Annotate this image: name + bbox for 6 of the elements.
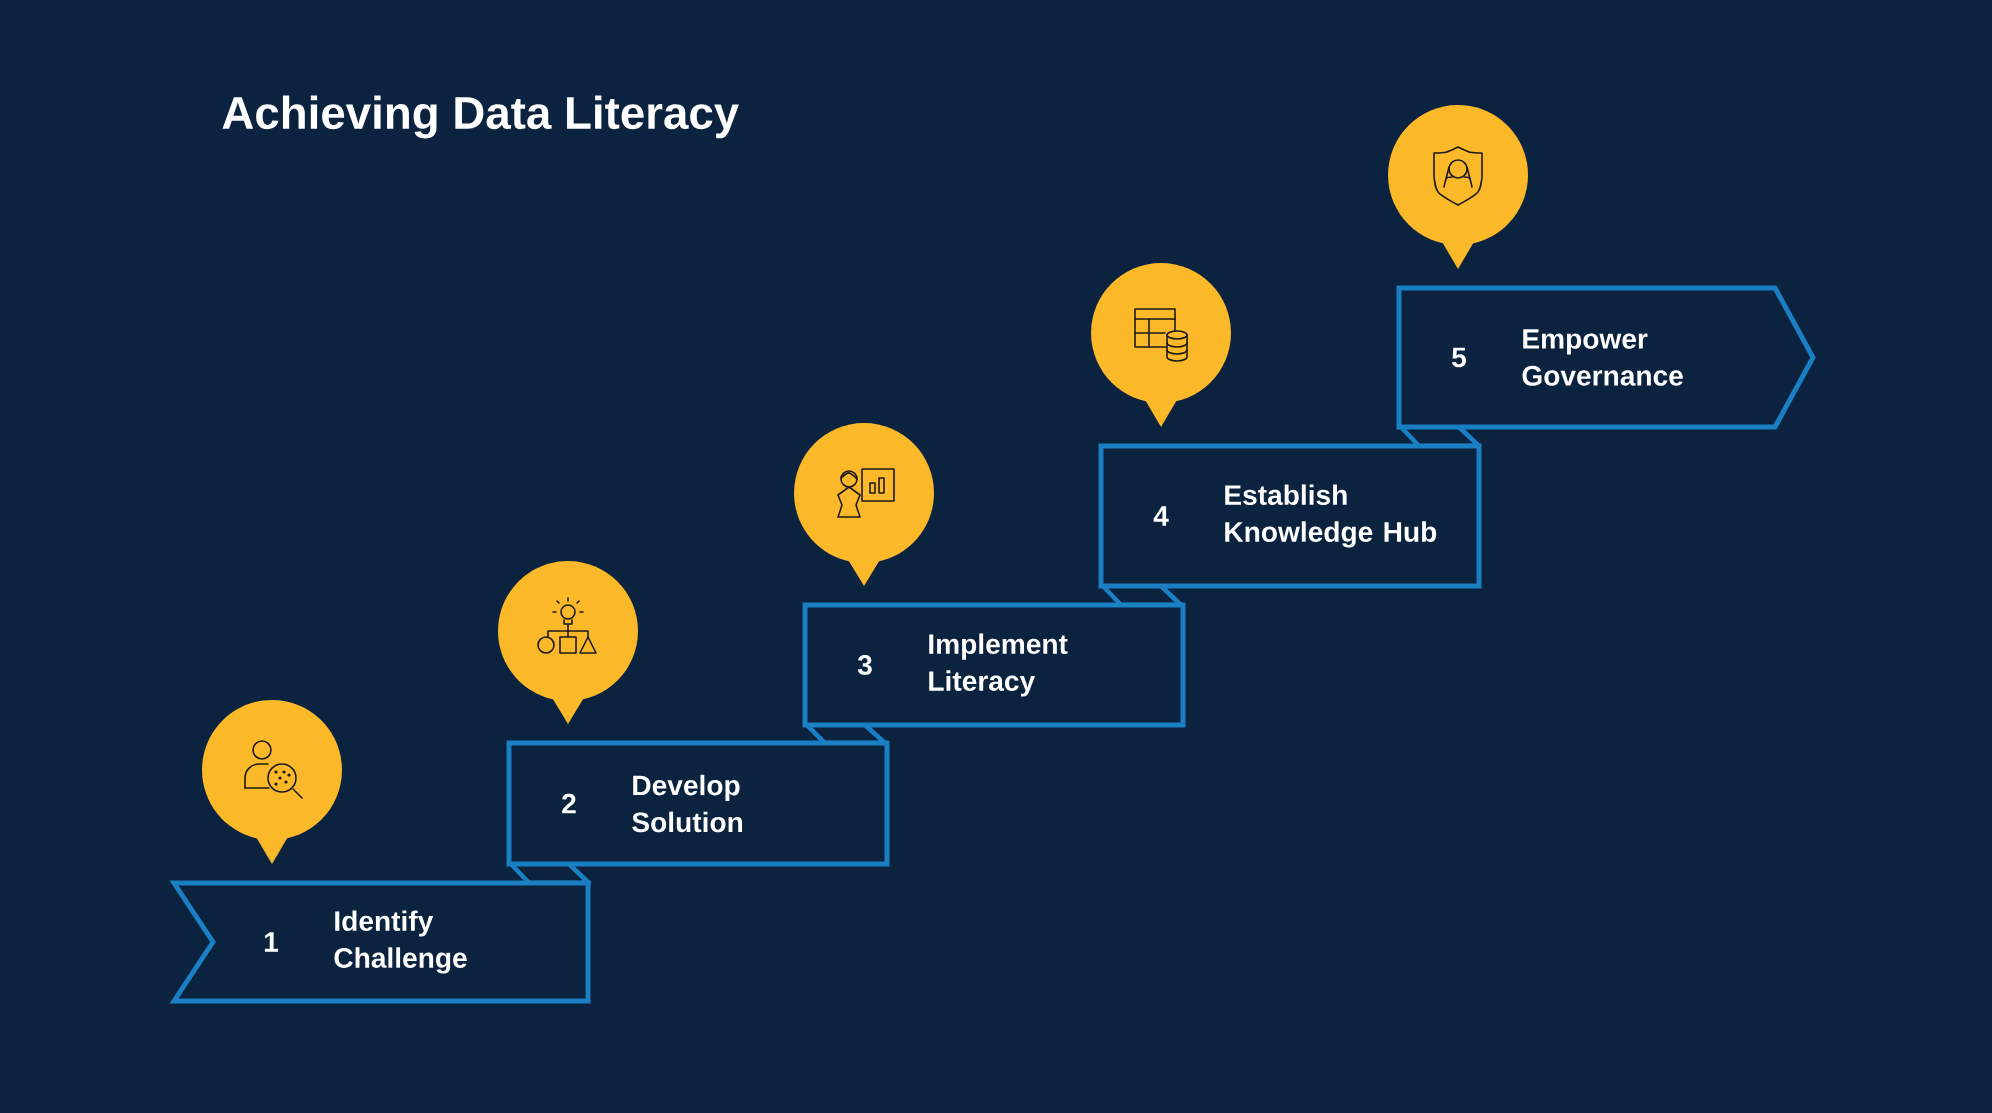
- ribbon-box: 5 Empower Governance: [1396, 285, 1816, 430]
- ribbon-box: 1 Identify Challenge: [169, 880, 591, 1004]
- title: Achieving Data Literacy: [222, 95, 739, 139]
- ribbon-box: 3 Implement Literacy: [802, 602, 1186, 728]
- ribbon-box: 2 Develop Solution: [506, 740, 890, 867]
- ribbon-box: 4 Establish Knowledge Hub: [1098, 443, 1482, 589]
